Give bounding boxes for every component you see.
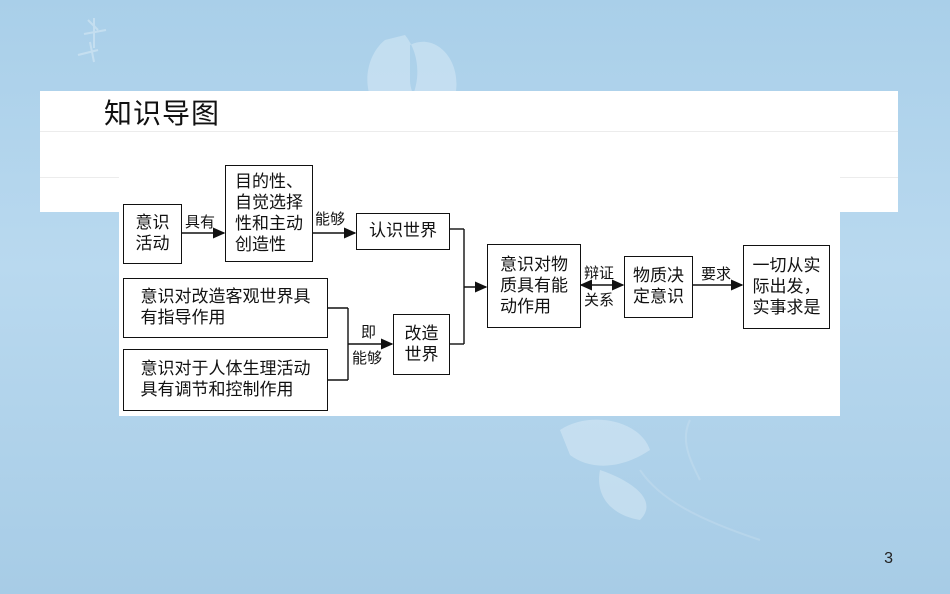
node-know-world-text: 认识世界 xyxy=(369,221,437,241)
node-regulate-body: 意识对于人体生理活动 具有调节和控制作用 xyxy=(123,349,328,411)
page-number: 3 xyxy=(884,550,893,567)
node-active-role: 意识对物 质具有能 动作用 xyxy=(487,244,581,328)
node-properties: 目的性、 自觉选择 性和主动 创造性 xyxy=(225,165,313,262)
node-seek-truth: 一切从实 际出发， 实事求是 xyxy=(743,245,830,329)
label-dialectical-2: 关系 xyxy=(584,291,615,309)
slide-title: 知识导图 xyxy=(104,97,221,130)
node-guide-transform-text: 意识对改造客观世界具 有指导作用 xyxy=(140,287,311,328)
plant-stem-decoration xyxy=(639,469,761,541)
label-dialectical-1: 辩证 xyxy=(584,264,615,282)
node-consciousness-activity: 意识 活动 xyxy=(123,204,182,264)
node-transform-world-text: 改造 世界 xyxy=(404,323,439,365)
node-matter-decides-text: 物质决 定意识 xyxy=(633,266,684,307)
node-regulate-body-text: 意识对于人体生理活动 具有调节和控制作用 xyxy=(140,359,311,400)
node-seek-truth-text: 一切从实 际出发， 实事求是 xyxy=(752,255,821,318)
label-able: 能够 xyxy=(315,210,346,228)
label-namely-2: 能够 xyxy=(352,349,383,367)
butterfly-bottom-decoration xyxy=(560,419,650,520)
node-consciousness-activity-text: 意识 活动 xyxy=(135,213,170,254)
node-transform-world: 改造 世界 xyxy=(393,314,450,375)
label-has: 具有 xyxy=(185,213,216,231)
node-matter-decides: 物质决 定意识 xyxy=(624,256,693,318)
node-guide-transform: 意识对改造客观世界具 有指导作用 xyxy=(123,278,328,338)
node-active-role-text: 意识对物 质具有能 动作用 xyxy=(500,254,568,317)
label-requires: 要求 xyxy=(701,265,732,283)
node-properties-text: 目的性、 自觉选择 性和主动 创造性 xyxy=(235,171,303,255)
label-namely-1: 即 xyxy=(361,323,377,341)
node-know-world: 认识世界 xyxy=(356,213,450,250)
calligraphy-decoration xyxy=(83,18,107,48)
